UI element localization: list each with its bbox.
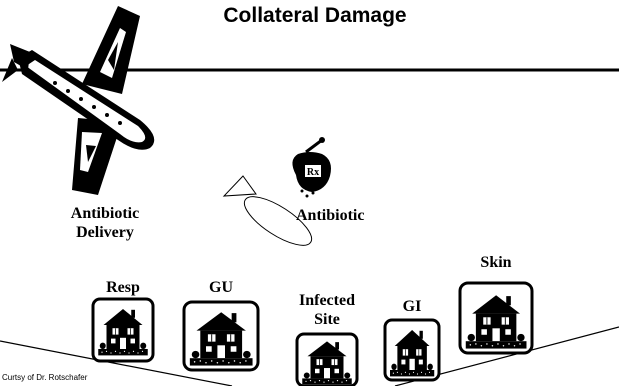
house-infected-site-icon: [297, 334, 357, 386]
house-infected-site-label: Infected Site: [280, 291, 374, 329]
antibiotic-delivery-line1: Antibiotic: [50, 204, 160, 223]
house-infected-site-line2: Site: [280, 310, 374, 329]
rx-symbol: Rx: [307, 167, 319, 178]
house-resp-label: Resp: [98, 278, 148, 297]
house-resp-icon: [93, 299, 153, 361]
antibiotic-delivery-line2: Delivery: [50, 223, 160, 242]
house-skin-icon: [460, 283, 532, 353]
house-gu-label: GU: [196, 278, 246, 297]
house-gu-icon: [184, 302, 258, 370]
house-infected-site-line1: Infected: [280, 291, 374, 310]
house-gi-icon: [385, 320, 439, 380]
antibiotic-label: Antibiotic: [296, 206, 396, 225]
credit-text: Curtsy of Dr. Rotschafer: [2, 373, 87, 382]
rx-bottle-icon: Rx: [292, 137, 331, 198]
slide-title: Collateral Damage: [195, 4, 435, 28]
airplane-icon: [2, 6, 154, 195]
antibiotic-delivery-label: Antibiotic Delivery: [50, 204, 160, 242]
house-skin-label: Skin: [470, 253, 522, 272]
house-gi-label: GI: [387, 297, 437, 316]
